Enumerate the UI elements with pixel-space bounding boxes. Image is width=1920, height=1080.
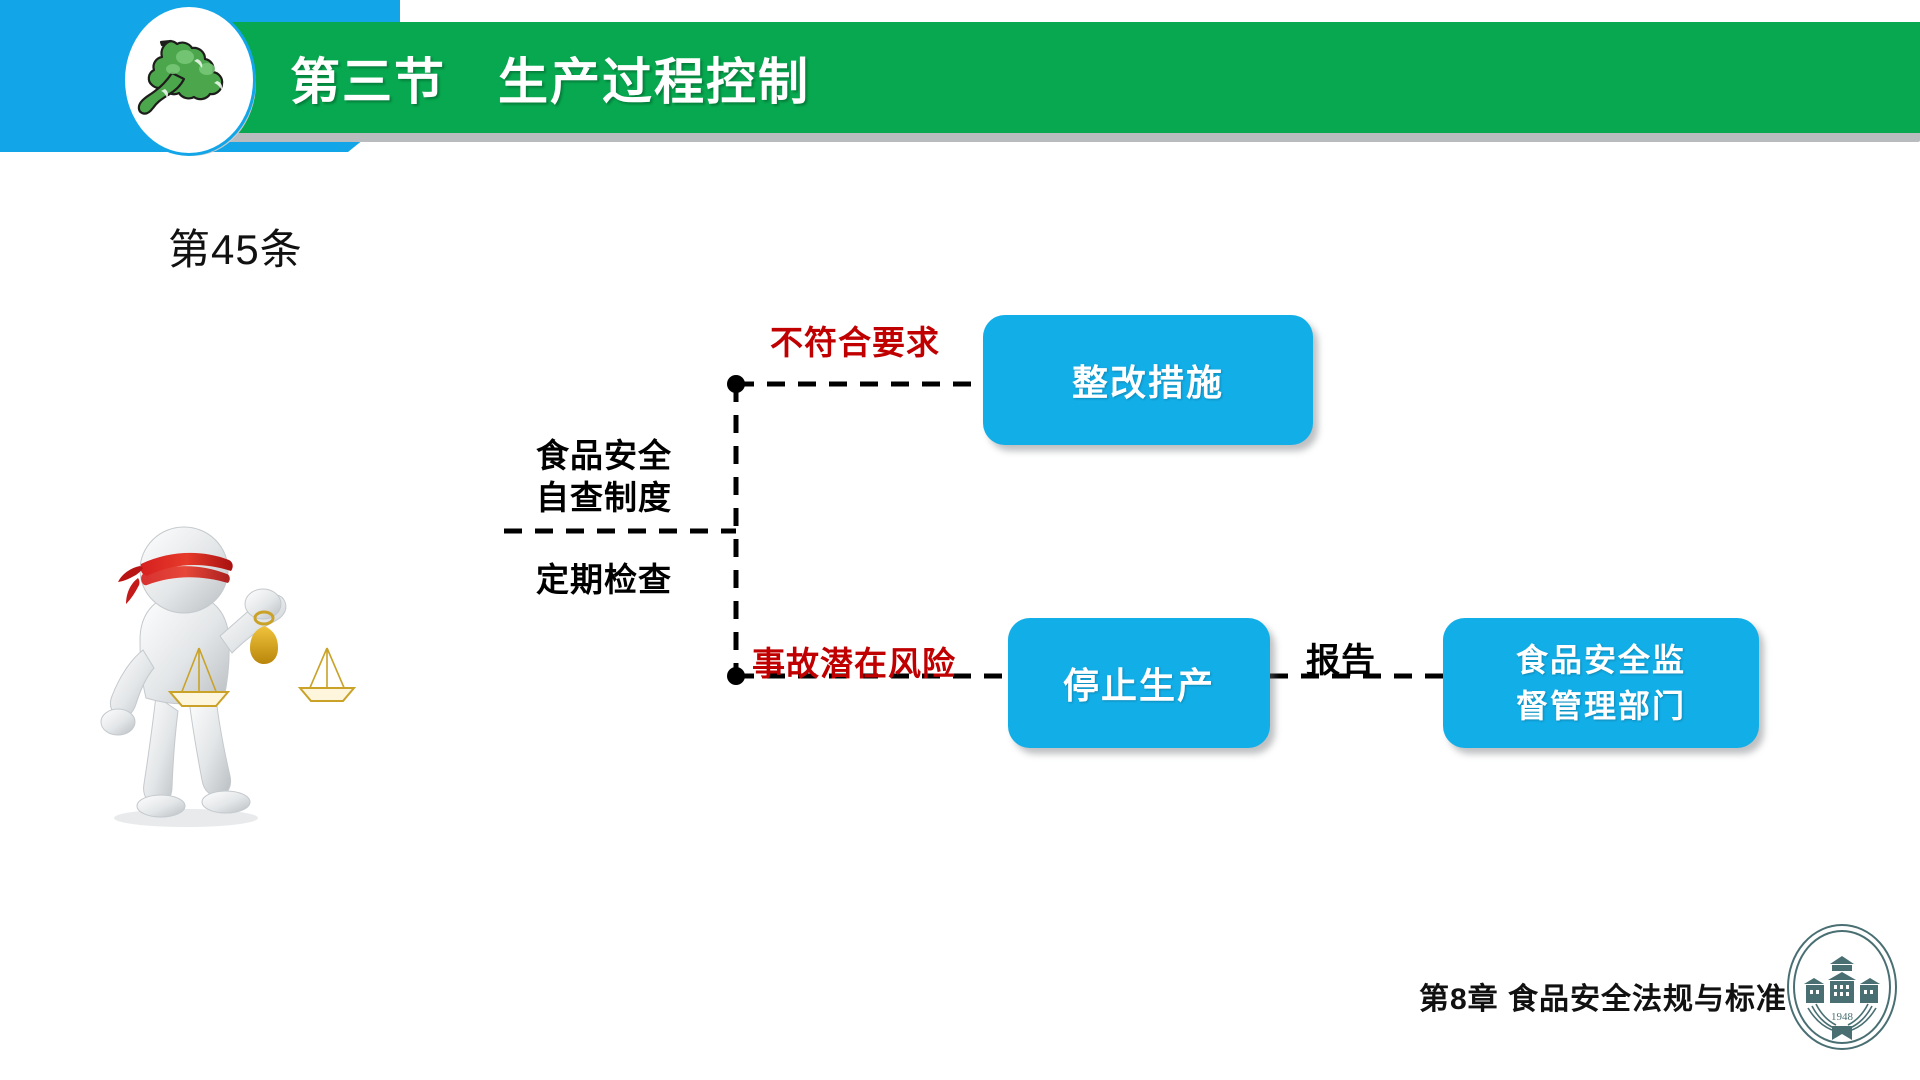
junction-dot-bottom bbox=[727, 667, 745, 685]
label-self-inspection-system: 食品安全 自查制度 bbox=[536, 435, 672, 519]
label-periodic-inspection: 定期检查 bbox=[536, 561, 672, 598]
junction-dot-top bbox=[727, 375, 745, 393]
label-self-inspection-line1: 食品安全 bbox=[536, 437, 672, 474]
node-rectification-label: 整改措施 bbox=[1071, 362, 1224, 403]
label-nonconforming: 不符合要求 bbox=[770, 324, 940, 361]
label-accident-risk: 事故潜在风险 bbox=[752, 645, 956, 682]
node-stop-production-label: 停止生产 bbox=[1062, 665, 1215, 706]
node-authority-line2: 督管理部门 bbox=[1515, 688, 1686, 724]
broccoli-icon bbox=[137, 39, 224, 115]
blindfolded-justice-figure-icon bbox=[100, 526, 357, 827]
label-report: 报告 bbox=[1306, 642, 1376, 680]
footer-chapter-label: 第8章 食品安全法规与标准 bbox=[1418, 983, 1787, 1016]
header-logo-badge bbox=[122, 4, 256, 156]
node-food-safety-authority[interactable]: 食品安全监 督管理部门 bbox=[1443, 618, 1759, 748]
article-number: 第45条 bbox=[168, 226, 303, 273]
slide-header: 第三节 生产过程控制 bbox=[0, 0, 1920, 170]
seal-year: 1948 bbox=[1831, 1011, 1854, 1023]
university-seal-icon: 1948 bbox=[1787, 924, 1897, 1050]
node-stop-production[interactable]: 停止生产 bbox=[1008, 618, 1270, 748]
label-self-inspection-line2: 自查制度 bbox=[536, 479, 672, 517]
node-rectification-measures[interactable]: 整改措施 bbox=[983, 315, 1313, 445]
page-title: 第三节 生产过程控制 bbox=[290, 53, 810, 110]
node-authority-line1: 食品安全监 bbox=[1515, 641, 1686, 678]
header-green-bar bbox=[184, 22, 1920, 133]
